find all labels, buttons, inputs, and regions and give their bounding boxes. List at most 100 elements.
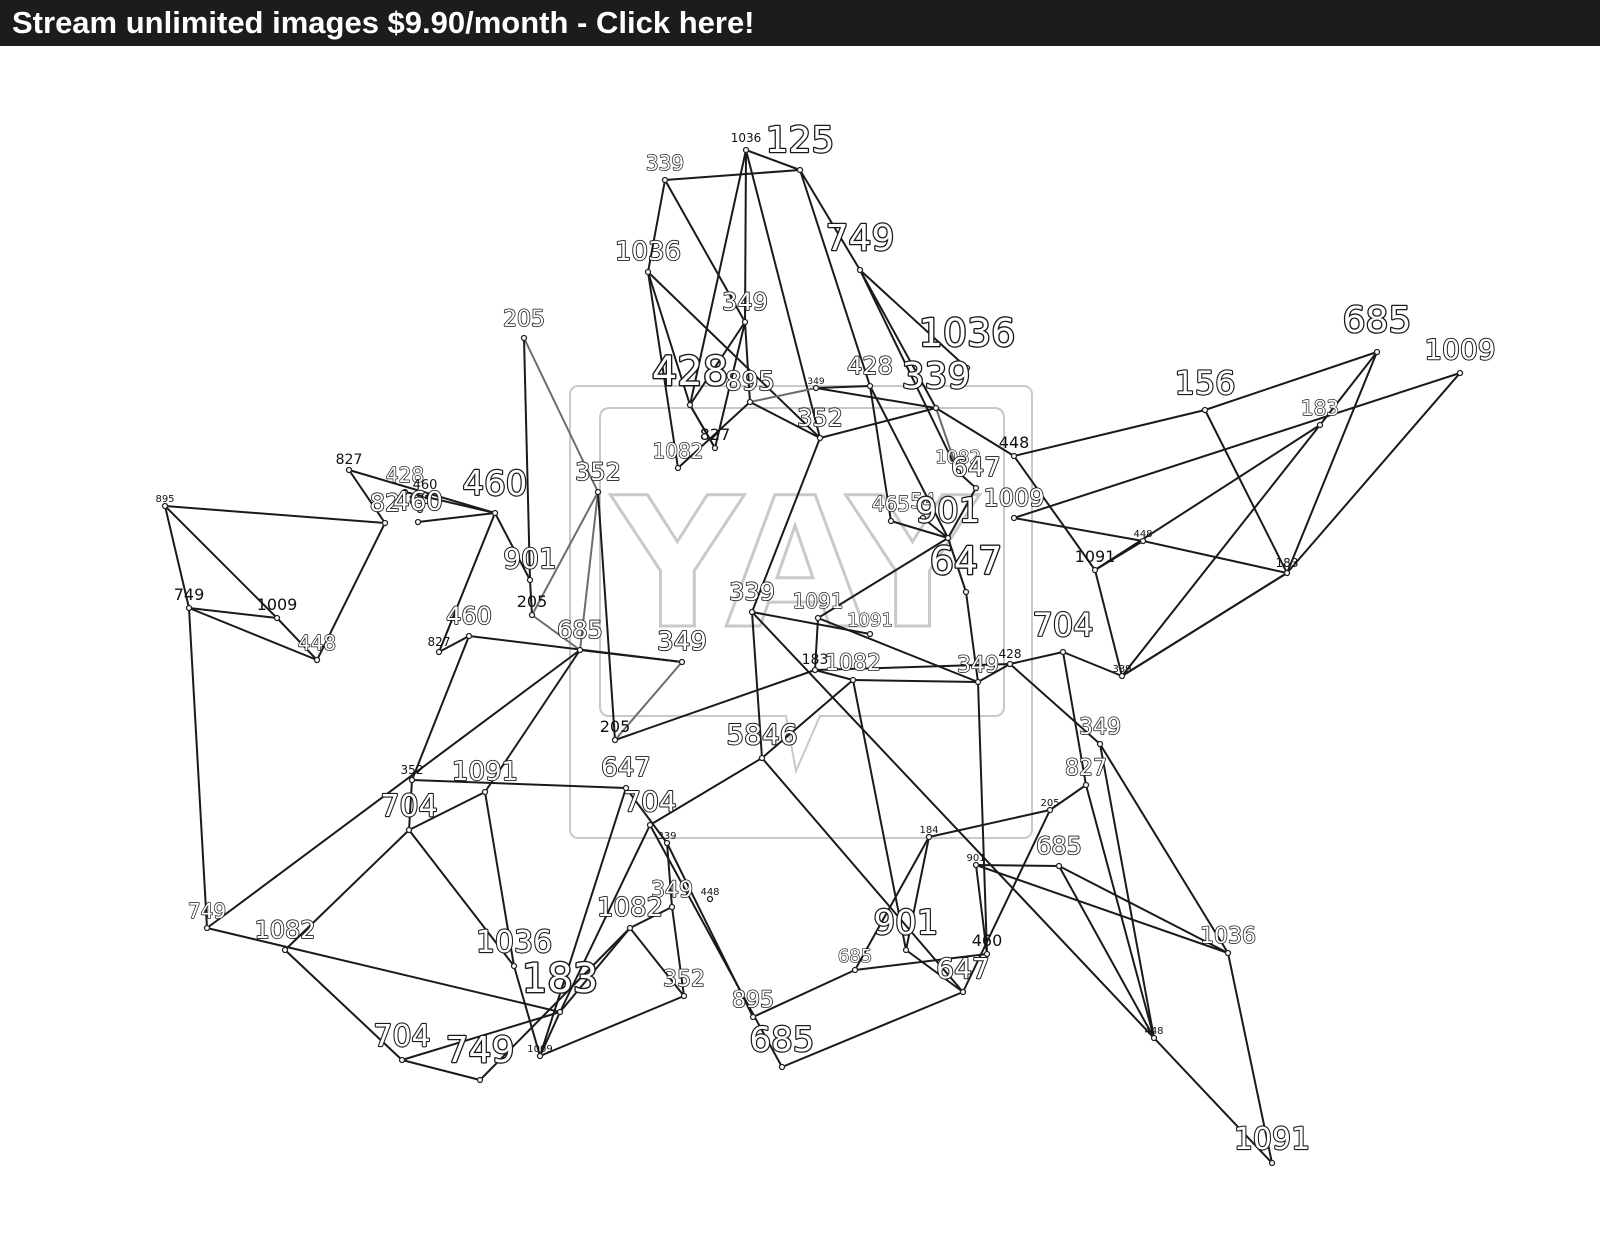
graph-edge bbox=[814, 617, 819, 671]
graph-nodes bbox=[161, 146, 1464, 1167]
graph-edge bbox=[744, 149, 747, 323]
graph-node bbox=[711, 444, 719, 452]
graph-node bbox=[932, 404, 940, 412]
graph-edge bbox=[1286, 372, 1461, 574]
graph-edge bbox=[539, 995, 685, 1057]
graph-node-label: 349 bbox=[657, 627, 707, 657]
graph-node-label: 1091 bbox=[847, 610, 893, 631]
graph-node-label: 460 bbox=[413, 478, 438, 493]
graph-node bbox=[887, 517, 895, 525]
graph-edge bbox=[531, 614, 581, 651]
graph-node-label: 647 bbox=[951, 453, 1001, 483]
graph-edge bbox=[1142, 540, 1288, 574]
graph-node-label: 205 bbox=[600, 717, 631, 736]
graph-edge bbox=[745, 149, 801, 171]
graph-node-label: 1036 bbox=[476, 925, 552, 960]
graph-node bbox=[749, 1013, 757, 1021]
graph-edge bbox=[1094, 540, 1144, 571]
graph-edge bbox=[935, 407, 1015, 457]
graph-node bbox=[345, 466, 353, 474]
graph-edges bbox=[164, 149, 1461, 1164]
graph-edge bbox=[629, 927, 685, 997]
promo-banner[interactable]: Stream unlimited images $9.90/month - Cl… bbox=[0, 0, 1600, 46]
graph-edge bbox=[529, 579, 533, 616]
graph-node bbox=[313, 656, 321, 664]
graph-edge bbox=[206, 927, 561, 1013]
watermark-speech-bubble bbox=[599, 407, 1005, 775]
graph-edge bbox=[1058, 865, 1155, 1039]
graph-node-label: 1091 bbox=[793, 589, 844, 613]
graph-node bbox=[435, 648, 443, 656]
graph-edge bbox=[744, 321, 751, 403]
graph-node-label: 349 bbox=[722, 288, 768, 316]
graph-node-label: 1082 bbox=[935, 447, 981, 468]
graph-edge bbox=[814, 669, 854, 681]
graph-edge bbox=[276, 617, 318, 661]
graph-node bbox=[741, 318, 749, 326]
graph-edge bbox=[523, 337, 599, 493]
graph-node bbox=[1010, 514, 1018, 522]
graph-node-label: 460 bbox=[463, 464, 528, 504]
graph-edge bbox=[965, 591, 979, 683]
graph-node-label: 1091 bbox=[1075, 547, 1116, 566]
graph-edge bbox=[947, 537, 967, 593]
graph-node bbox=[556, 1008, 564, 1016]
graph-node-label: 685 bbox=[1343, 300, 1412, 341]
graph-node-label: 205 bbox=[1040, 798, 1059, 809]
graph-node bbox=[381, 519, 389, 527]
graph-node-label: 895 bbox=[725, 367, 775, 397]
graph-node-label: 685 bbox=[750, 1020, 815, 1060]
graph-edge bbox=[751, 611, 1273, 1164]
graph-node bbox=[1268, 1159, 1276, 1167]
graph-node bbox=[421, 491, 429, 499]
graph-node bbox=[866, 630, 874, 638]
graph-edge bbox=[714, 321, 746, 449]
graph-edge bbox=[1094, 424, 1321, 571]
graph-edge bbox=[348, 469, 386, 524]
watermark-outer-frame bbox=[569, 385, 1033, 839]
graph-node bbox=[1046, 806, 1054, 814]
graph-node-label: 183 bbox=[522, 956, 598, 1002]
graph-edge bbox=[859, 269, 968, 369]
graph-node bbox=[944, 534, 952, 542]
graph-edge bbox=[1099, 743, 1229, 954]
graph-node bbox=[962, 588, 970, 596]
graph-edge bbox=[799, 169, 861, 271]
graph-node bbox=[414, 518, 422, 526]
graph-edge bbox=[799, 169, 871, 387]
graph-node-label: 125 bbox=[766, 120, 835, 161]
graph-edge bbox=[1013, 517, 1144, 542]
graph-node bbox=[954, 468, 962, 476]
graph-edge bbox=[647, 271, 691, 406]
graph-node-label: 339 bbox=[729, 578, 775, 606]
graph-edge bbox=[854, 836, 930, 971]
graph-edge bbox=[316, 522, 386, 661]
graph-node bbox=[510, 962, 518, 970]
graph-node-label: 1036 bbox=[731, 131, 762, 145]
graph-node-label: 1082 bbox=[653, 439, 704, 463]
graph-edge bbox=[188, 607, 318, 661]
graph-node-label: 901 bbox=[503, 542, 556, 575]
graph-node-label: 205 bbox=[517, 592, 548, 611]
graph-node bbox=[646, 821, 654, 829]
graph-node-label: 704 bbox=[380, 789, 437, 824]
graph-node bbox=[748, 608, 756, 616]
graph-edge bbox=[1319, 351, 1378, 426]
graph-node bbox=[1091, 566, 1099, 574]
graph-node bbox=[626, 924, 634, 932]
graph-node-label: 349 bbox=[807, 377, 824, 387]
graph-node bbox=[856, 266, 864, 274]
graph-node bbox=[812, 384, 820, 392]
graph-node bbox=[491, 509, 499, 517]
graph-edge bbox=[689, 149, 747, 406]
graph-edge bbox=[666, 842, 673, 908]
graph-node bbox=[1456, 369, 1464, 377]
graph-edge bbox=[438, 512, 496, 653]
graph-node-label: 460 bbox=[972, 931, 1003, 950]
graph-node bbox=[576, 646, 584, 654]
graph-edge bbox=[677, 401, 751, 469]
graph-node-label: 448 bbox=[1144, 1026, 1163, 1037]
graph-edge bbox=[922, 517, 949, 539]
graph-node bbox=[974, 678, 982, 686]
